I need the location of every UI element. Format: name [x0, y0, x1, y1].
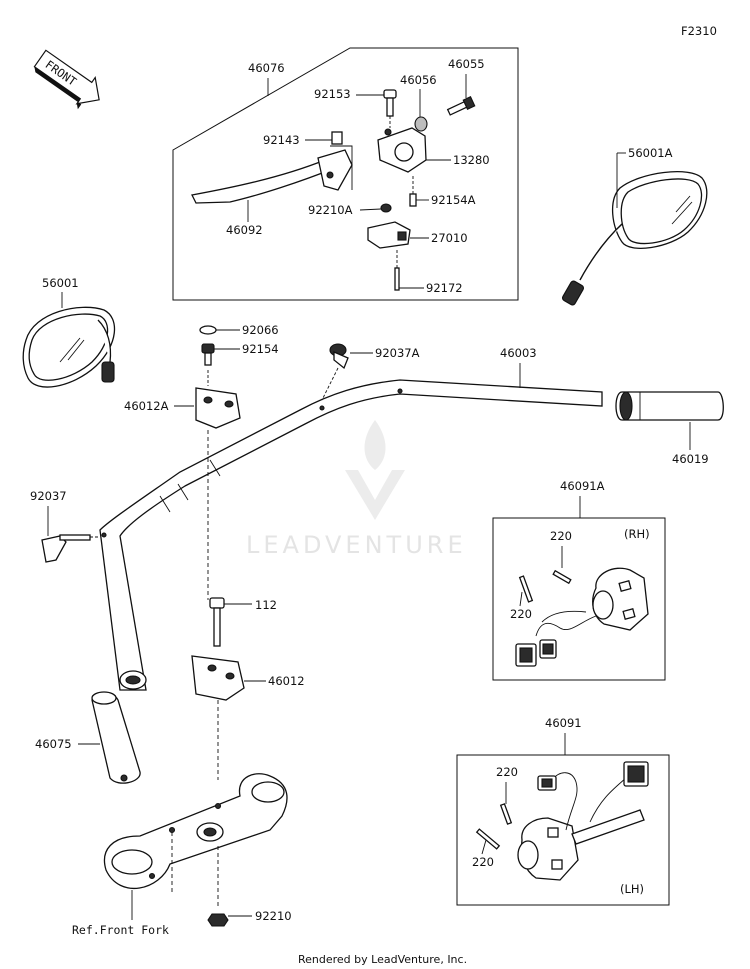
label-13280: 13280	[453, 153, 490, 167]
upper-triple-clamp	[103, 773, 288, 908]
label-92037: 92037	[30, 489, 67, 503]
switch-lh-side: (LH)	[620, 882, 644, 896]
label-112: 112	[255, 598, 277, 612]
label-220-rh-left: 220	[510, 607, 532, 621]
handlebar-46003	[99, 379, 603, 691]
switch-plug	[397, 231, 407, 241]
label-92210: 92210	[255, 909, 292, 923]
label-46075: 46075	[35, 737, 72, 751]
bolt-92154	[201, 343, 215, 366]
pivot-bolt-shank	[386, 97, 394, 117]
nut-92210	[207, 913, 229, 927]
grip-46019	[615, 391, 724, 421]
pivot-bolt-head	[383, 89, 397, 99]
bolt-92154A	[409, 193, 417, 207]
label-92066: 92066	[242, 323, 279, 337]
label-92153: 92153	[314, 87, 351, 101]
washer-46056	[414, 116, 428, 132]
holder-bore	[394, 142, 414, 162]
collar-92143	[331, 131, 343, 145]
label-46003: 46003	[500, 346, 537, 360]
bar-end-92037A	[321, 343, 349, 401]
label-46019: 46019	[672, 452, 709, 466]
mirror-left-56001: 56001	[22, 276, 116, 388]
clamp-lower-46012	[191, 655, 245, 701]
switch-lh-group: 46091 (LH) 220 220	[456, 716, 670, 906]
label-56001A: 56001A	[628, 146, 673, 160]
lever-group-box	[172, 47, 519, 301]
label-46012A: 46012A	[124, 399, 169, 413]
holder-hole	[384, 128, 392, 136]
label-46056: 46056	[400, 73, 437, 87]
label-92172: 92172	[426, 281, 463, 295]
label-46012: 46012	[268, 674, 305, 688]
label-46091A: 46091A	[560, 479, 605, 493]
nut-92210A	[380, 203, 392, 213]
lever-pivot-hole	[326, 171, 334, 179]
cap-92066	[199, 325, 217, 335]
screw-92172	[394, 267, 400, 291]
label-92154A: 92154A	[431, 193, 476, 207]
clamp-upper-46012A	[195, 370, 241, 429]
switch-rh-box	[492, 517, 666, 681]
label-46091: 46091	[545, 716, 582, 730]
label-220-rh-top: 220	[550, 529, 572, 543]
mirror-right-56001A: 56001A	[561, 146, 708, 306]
front-arrow-icon: FRONT	[33, 49, 100, 110]
grip-46075	[91, 691, 141, 784]
watermark-logo: LEADVENTURE	[246, 420, 467, 559]
bolt-46055	[446, 96, 476, 116]
label-92037A: 92037A	[375, 346, 420, 360]
ref-front-fork: Ref.Front Fork	[72, 923, 169, 937]
switch-rh-side: (RH)	[624, 527, 650, 541]
label-92154: 92154	[242, 342, 279, 356]
label-46092: 46092	[226, 223, 263, 237]
lever-assembly-group: 46076	[172, 47, 519, 301]
label-92210A: 92210A	[308, 203, 353, 217]
switch-27010	[367, 221, 411, 249]
bar-end-92037	[41, 534, 100, 563]
label-46076: 46076	[248, 61, 285, 75]
label-46055: 46055	[448, 57, 485, 71]
label-220-lh-top: 220	[496, 765, 518, 779]
clutch-lever	[191, 159, 337, 204]
bolt-112	[209, 597, 225, 647]
watermark-text: LEADVENTURE	[246, 531, 467, 559]
footer-credit: Rendered by LeadVenture, Inc.	[298, 953, 467, 966]
figure-code: F2310	[681, 24, 717, 38]
label-56001: 56001	[42, 276, 79, 290]
switch-rh-group: 46091A (RH) 220 220	[492, 479, 666, 681]
switch-lh-box	[456, 754, 670, 906]
label-92143: 92143	[263, 133, 300, 147]
label-220-lh-left: 220	[472, 855, 494, 869]
label-27010: 27010	[431, 231, 468, 245]
lever-pivot-block	[317, 149, 353, 191]
